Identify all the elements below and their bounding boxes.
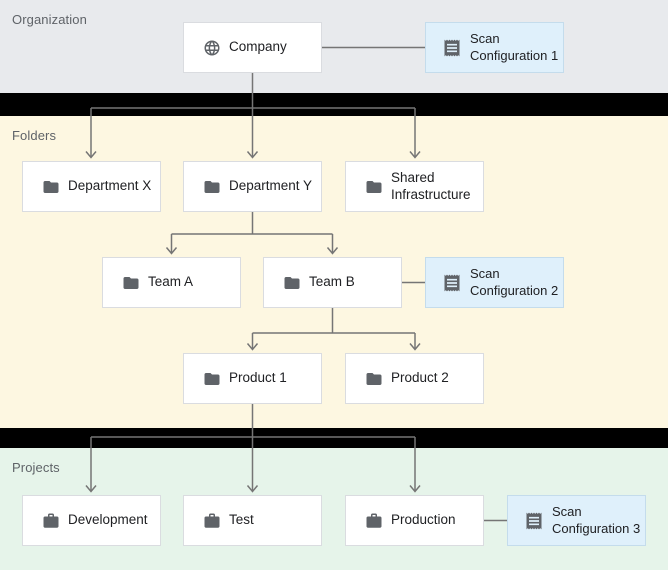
node-product-2: Product 2 (345, 353, 484, 404)
node-scan-configuration-1: Scan Configuration 1 (425, 22, 564, 73)
folder-icon (122, 274, 140, 292)
node-label: Production (391, 512, 456, 528)
node-label: Development (68, 512, 148, 528)
scan-config-icon (442, 273, 462, 293)
briefcase-icon (42, 512, 60, 530)
briefcase-icon (365, 512, 383, 530)
node-department-x: Department X (22, 161, 161, 212)
folder-icon (203, 370, 221, 388)
folder-icon (203, 178, 221, 196)
node-product-1: Product 1 (183, 353, 322, 404)
node-label: Product 1 (229, 370, 287, 386)
node-label: Scan Configuration 3 (552, 504, 641, 536)
folder-icon (283, 274, 301, 292)
node-development: Development (22, 495, 161, 546)
node-company: Company (183, 22, 322, 73)
node-team-a: Team A (102, 257, 241, 308)
folder-icon (42, 178, 60, 196)
section-label-organization: Organization (12, 12, 87, 27)
node-label: Team A (148, 274, 194, 290)
node-production: Production (345, 495, 484, 546)
section-label-projects: Projects (12, 460, 60, 475)
node-department-y: Department Y (183, 161, 322, 212)
node-shared-infrastructure: Shared Infrastructure (345, 161, 484, 212)
node-label: Company (229, 39, 287, 55)
scan-config-icon (524, 511, 544, 531)
node-label: Product 2 (391, 370, 449, 386)
briefcase-icon (203, 512, 221, 530)
node-label: Scan Configuration 2 (470, 266, 559, 298)
node-label: Department X (68, 178, 152, 194)
globe-icon (203, 39, 221, 57)
node-label: Scan Configuration 1 (470, 31, 559, 63)
folder-icon (365, 370, 383, 388)
node-scan-configuration-2: Scan Configuration 2 (425, 257, 564, 308)
node-label: Team B (309, 274, 355, 290)
node-label: Department Y (229, 178, 313, 194)
scan-config-icon (442, 38, 462, 58)
folder-icon (365, 178, 383, 196)
node-team-b: Team B (263, 257, 402, 308)
node-label: Test (229, 512, 254, 528)
section-label-folders: Folders (12, 128, 57, 143)
node-test: Test (183, 495, 322, 546)
node-label: Shared Infrastructure (391, 169, 471, 202)
node-scan-configuration-3: Scan Configuration 3 (507, 495, 646, 546)
